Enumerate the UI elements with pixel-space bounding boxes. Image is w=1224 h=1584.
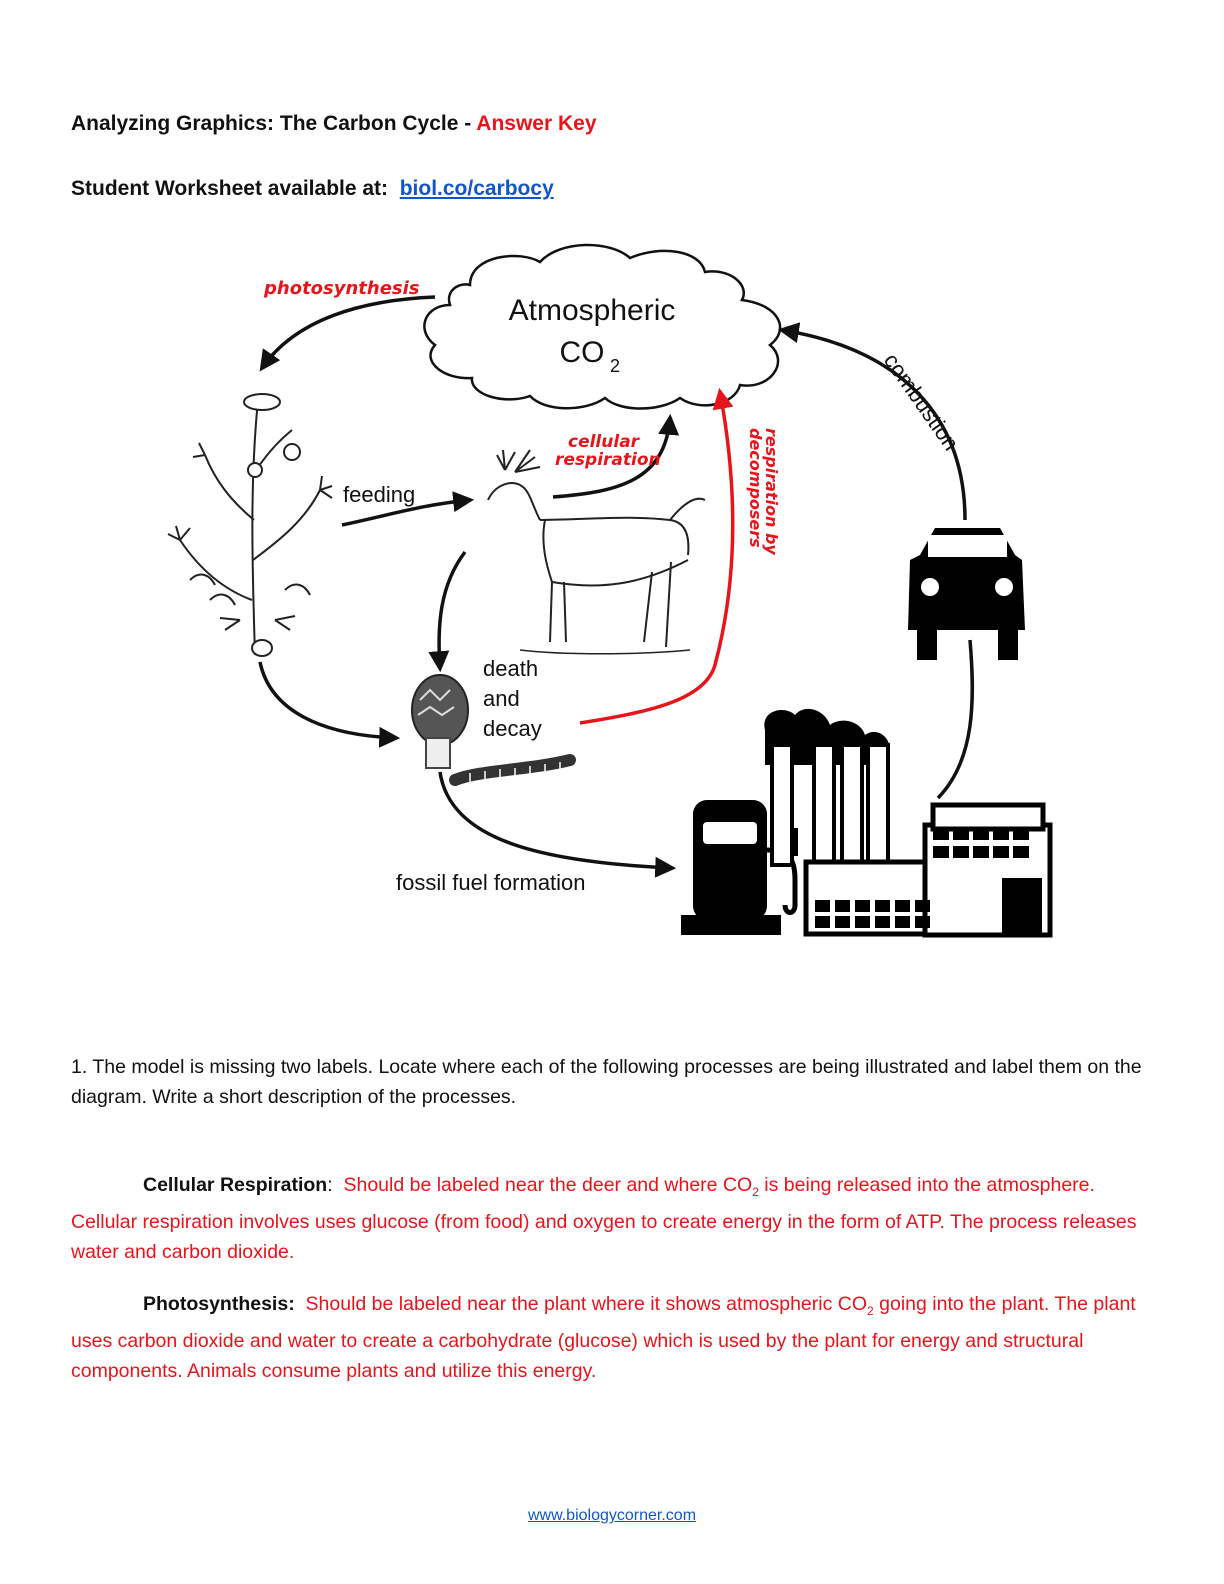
factory-icon <box>764 708 1053 938</box>
decay-label: decay <box>483 716 542 741</box>
question-1: 1. The model is missing two labels. Loca… <box>71 1056 1142 1108</box>
cr-colon: : <box>327 1174 333 1196</box>
carbon-cycle-diagram: Atmospheric CO 2 photosynthesis feeding … <box>167 243 1053 938</box>
footer-link[interactable]: www.biologycorner.com <box>527 1507 697 1524</box>
page-title: Analyzing Graphics: The Carbon Cycle - A… <box>71 112 597 136</box>
worksheet-link[interactable]: biol.co/carbocy <box>399 177 554 200</box>
cellular-respiration-answer: Cellular Respiration: Should be labeled … <box>71 1170 1151 1267</box>
decomposers-arrow <box>579 387 735 725</box>
cellular-respiration-arrow <box>552 413 680 499</box>
plant-decay-arrow <box>258 661 401 748</box>
cr-text-2: is being released into the atmosphere. C… <box>71 1174 1137 1263</box>
decomposers-label-2: decomposers <box>746 428 765 548</box>
combustion-arrow <box>777 322 967 521</box>
cr-label: Cellular Respiration <box>143 1174 328 1196</box>
combustion-label: combustion <box>879 349 964 456</box>
cellular-label: cellular <box>568 432 641 452</box>
decomposers-label-1: respiration by <box>762 428 781 555</box>
ps-label: Photosynthesis: <box>143 1293 295 1315</box>
ps-subscript: 2 <box>867 1303 874 1318</box>
respiration-label: respiration <box>555 450 661 470</box>
atmosphere-cloud: Atmospheric CO 2 <box>423 243 782 410</box>
footer: www.biologycorner.com <box>0 1507 1224 1525</box>
photosynthesis-answer: Photosynthesis: Should be labeled near t… <box>71 1289 1151 1386</box>
cr-subscript: 2 <box>752 1184 759 1199</box>
ps-text-2: going into the plant. The plant uses car… <box>71 1293 1136 1382</box>
photosynthesis-arrow <box>259 295 436 372</box>
answer-key-label: Answer Key <box>476 112 597 135</box>
plant-illustration <box>167 393 333 657</box>
fossil-fuel-label: fossil fuel formation <box>396 870 586 895</box>
feeding-arrow <box>341 491 475 527</box>
death-arrow <box>428 550 467 673</box>
fossil-fuel-arrow <box>438 771 677 878</box>
death-label: death <box>483 656 538 681</box>
worksheet-label: Student Worksheet available at: <box>71 177 389 200</box>
cloud-line2: CO <box>560 336 605 369</box>
and-label: and <box>483 686 520 711</box>
deer-illustration <box>487 449 706 655</box>
cloud-line1: Atmospheric <box>509 294 676 327</box>
worksheet-line: Student Worksheet available at: biol.co/… <box>71 177 554 201</box>
car-icon <box>908 528 1025 660</box>
cr-text-1: Should be labeled near the deer and wher… <box>343 1174 753 1196</box>
factory-to-car-line <box>936 639 975 800</box>
ps-text-1: Should be labeled near the plant where i… <box>305 1293 868 1315</box>
title-text: Analyzing Graphics: The Carbon Cycle - <box>71 112 477 135</box>
larva-illustration <box>449 754 576 787</box>
photosynthesis-label: photosynthesis <box>263 278 420 299</box>
mushroom-illustration <box>411 674 469 769</box>
cloud-subscript: 2 <box>610 356 620 376</box>
feeding-label: feeding <box>343 482 415 507</box>
